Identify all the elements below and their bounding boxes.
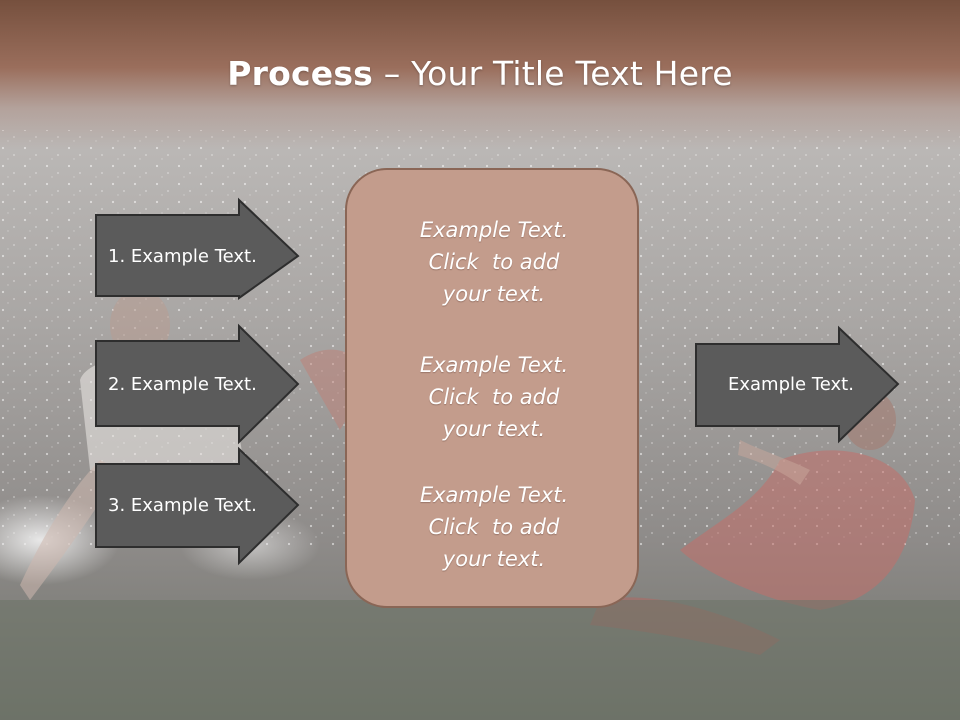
arrow-label-3: 3. Example Text.	[108, 494, 257, 516]
paragraph-3-line-1: Example Text.	[419, 483, 569, 507]
center-paragraph-3: Example Text. Click to add your text.	[347, 479, 641, 575]
arrow-item-3[interactable]: 3. Example Text.	[95, 446, 300, 566]
paragraph-3-line-3: your text.	[442, 547, 546, 571]
arrow-shape-2	[95, 323, 300, 445]
paragraph-2-line-3: your text.	[442, 417, 546, 441]
arrow-item-2[interactable]: 2. Example Text.	[95, 323, 300, 445]
slide-title[interactable]: Process – Your Title Text Here	[0, 52, 960, 96]
title-rest: – Your Title Text Here	[373, 54, 733, 93]
paragraph-3-line-2: Click to add	[428, 515, 560, 539]
title-bold: Process	[227, 54, 374, 93]
arrow-shape-1	[95, 197, 300, 300]
arrow-label-2: 2. Example Text.	[108, 373, 257, 395]
arrow-right[interactable]: Example Text.	[695, 325, 900, 444]
paragraph-1-line-3: your text.	[442, 282, 546, 306]
title-band	[0, 0, 960, 150]
arrow-item-1[interactable]: 1. Example Text.	[95, 197, 300, 300]
center-text-box[interactable]: Example Text. Click to add your text. Ex…	[345, 168, 639, 608]
paragraph-2-line-2: Click to add	[428, 385, 560, 409]
arrow-label-1: 1. Example Text.	[108, 245, 257, 267]
paragraph-1-line-1: Example Text.	[419, 218, 569, 242]
paragraph-1-line-2: Click to add	[428, 250, 560, 274]
arrow-right-label: Example Text.	[728, 373, 854, 395]
arrow-shape-3	[95, 446, 300, 566]
center-paragraph-1: Example Text. Click to add your text.	[347, 214, 641, 310]
arrow-right-shape	[695, 325, 900, 444]
paragraph-2-line-1: Example Text.	[419, 353, 569, 377]
center-paragraph-2: Example Text. Click to add your text.	[347, 349, 641, 445]
